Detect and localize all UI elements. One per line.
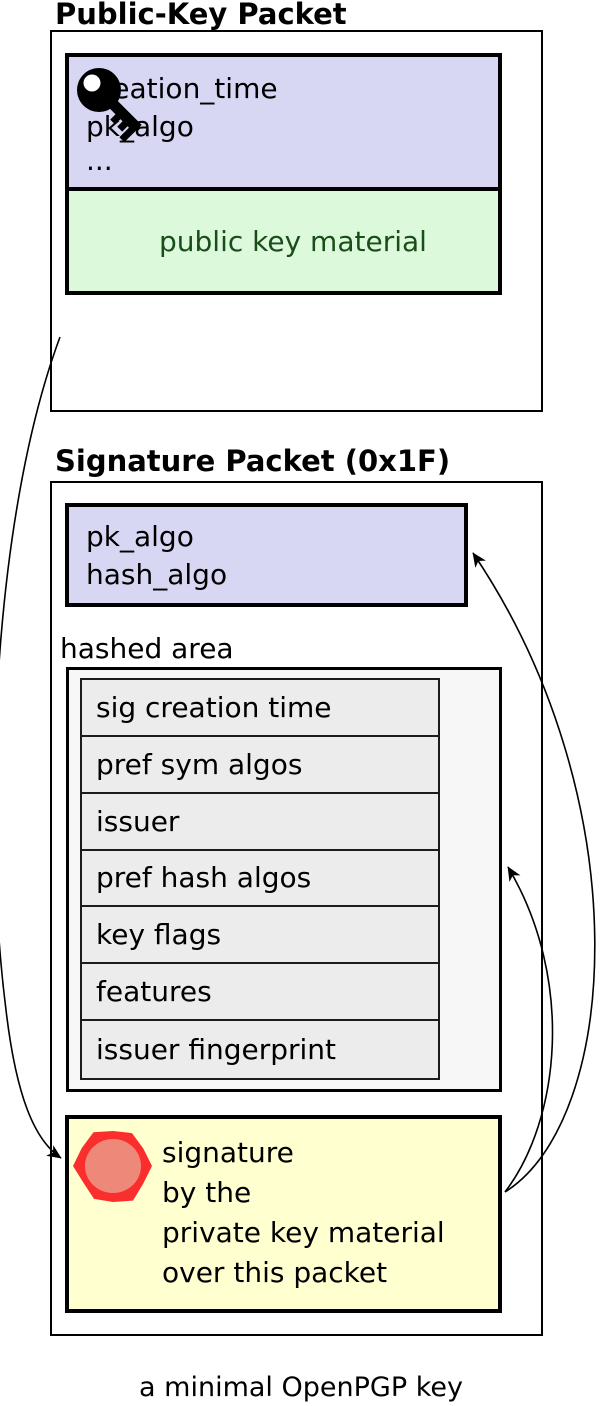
subpacket-pref-sym-algos: pref sym algos <box>82 736 438 794</box>
public-key-material-label: public key material <box>159 224 427 258</box>
subpacket-issuer-fingerprint: issuer fingerprint <box>82 1021 438 1078</box>
field-sig-pk-algo: pk_algo <box>86 520 194 553</box>
seal-icon <box>73 1131 152 1202</box>
hashed-area-label: hashed area <box>60 632 234 665</box>
signature-description: signature by the private key material ov… <box>162 1133 445 1293</box>
subpacket-pref-hash-algos: pref hash algos <box>82 850 438 908</box>
signature-line-4: over this packet <box>162 1256 388 1289</box>
signature-line-3: private key material <box>162 1216 445 1249</box>
field-pk-algo: pk_algo <box>86 108 498 146</box>
key-icon <box>77 68 142 143</box>
seal-center <box>85 1139 141 1193</box>
field-hash-algo: hash_algo <box>86 558 228 591</box>
field-creation-time: creation_time <box>86 72 278 105</box>
signature-packet-title: Signature Packet (0x1F) <box>55 444 451 478</box>
subpacket-key-flags: key flags <box>82 907 438 965</box>
public-key-material-section: public key material <box>69 68 498 291</box>
subpacket-sig-creation-time: sig creation time <box>82 680 438 737</box>
signature-line-2: by the <box>162 1176 252 1209</box>
hashed-subpacket-table: sig creation time pref sym algos issuer … <box>80 678 440 1080</box>
signature-line-1: signature <box>162 1136 294 1169</box>
subpacket-issuer: issuer <box>82 793 438 851</box>
public-key-packet-title: Public-Key Packet <box>55 0 347 31</box>
public-key-packet-body: creation_time pk_algo ... public key mat… <box>65 53 502 295</box>
subpacket-features: features <box>82 964 438 1022</box>
signature-header-fields: pk_algo hash_algo <box>65 503 468 607</box>
diagram-caption: a minimal OpenPGP key <box>139 1372 463 1403</box>
public-key-header-fields: creation_time pk_algo ... <box>69 57 498 191</box>
field-ellipsis: ... <box>86 144 113 177</box>
